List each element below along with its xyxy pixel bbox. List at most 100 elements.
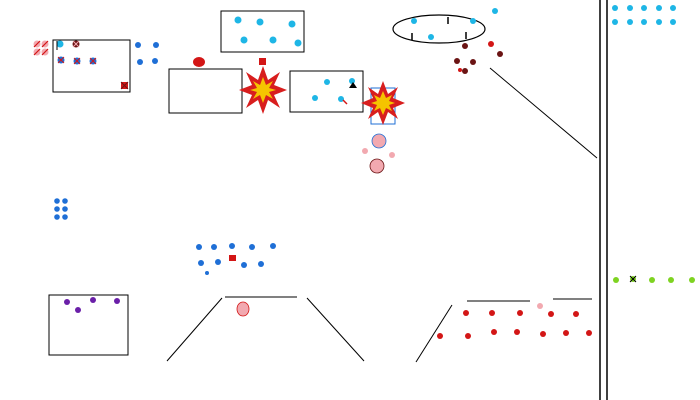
unit-marker[interactable] [641,5,647,11]
unit-marker[interactable] [613,277,619,283]
unit-marker[interactable] [152,58,158,64]
explosion-icon[interactable] [361,81,405,125]
unit-marker[interactable] [573,311,579,317]
unit-marker[interactable] [540,331,546,337]
unit-marker[interactable] [656,19,662,25]
hidden-unit-icon[interactable] [349,78,355,84]
unit-marker[interactable] [463,310,469,316]
unit-marker[interactable] [362,148,368,154]
unit-marker[interactable] [137,59,143,65]
hidden-unit-icon[interactable] [312,95,318,101]
unit-marker[interactable] [54,206,60,212]
unit-marker[interactable] [689,277,695,283]
unit-marker[interactable] [670,5,676,11]
unit-marker[interactable] [612,5,618,11]
unit-marker[interactable] [454,58,460,64]
zone-box-bottom-left[interactable] [48,294,129,356]
unit-marker[interactable] [54,214,60,220]
unit-marker[interactable] [371,133,387,149]
unit-marker[interactable] [514,329,520,335]
unit-marker[interactable] [270,243,276,249]
unit-marker[interactable] [229,243,235,249]
unit-marker[interactable] [586,330,592,336]
unit-marker[interactable] [54,198,60,204]
unit-marker[interactable] [462,43,468,49]
bunker-icon[interactable] [229,255,236,261]
unit-marker[interactable] [437,333,443,339]
hidden-unit-icon[interactable] [288,20,296,28]
unit-marker[interactable] [627,19,633,25]
hidden-unit-icon[interactable] [492,8,498,14]
blue-units-top-left-outside[interactable] [135,42,159,65]
unit-marker[interactable] [458,68,462,72]
hidden-unit-icon[interactable] [428,34,434,40]
blue-units-left[interactable] [54,198,68,220]
hidden-unit-icon[interactable] [56,40,64,48]
unit-marker[interactable] [62,214,68,220]
crossed-red-markers[interactable] [33,40,49,56]
unit-marker[interactable] [62,206,68,212]
units-ellipse[interactable] [411,8,498,40]
hidden-unit-icon[interactable] [240,36,248,44]
hidden-unit-icon[interactable] [324,79,330,85]
unit-marker[interactable] [612,19,618,25]
unit-marker[interactable] [215,259,221,265]
unit-marker[interactable] [249,244,255,250]
unit-marker[interactable] [641,19,647,25]
unit-marker[interactable] [198,260,204,266]
unit-marker[interactable] [236,301,250,317]
unit-marker[interactable] [668,277,674,283]
unit-marker[interactable] [62,198,68,204]
unit-marker[interactable] [389,152,395,158]
unit-marker[interactable] [517,310,523,316]
unit-marker[interactable] [64,299,70,305]
unit-marker[interactable] [489,310,495,316]
pink-units-center[interactable] [362,133,395,174]
units-box-middle-right[interactable] [312,78,357,105]
unit-marker[interactable] [369,158,385,174]
unit-marker[interactable] [462,68,468,74]
zone-box-middle-right[interactable] [289,70,364,113]
unit-marker[interactable] [241,262,247,268]
unit-marker[interactable] [548,311,554,317]
hidden-unit-icon[interactable] [256,18,264,26]
unit-marker[interactable] [488,41,494,47]
flag-icon[interactable] [349,82,357,88]
unit-marker[interactable] [114,298,120,304]
unit-marker[interactable] [670,19,676,25]
zone-box-top-center[interactable] [220,10,305,53]
bunker-icon[interactable] [259,58,266,65]
hidden-unit-icon[interactable] [234,16,242,24]
mine-icon[interactable] [193,57,205,67]
unit-marker[interactable] [497,51,503,57]
red-units-bottom-right[interactable] [437,303,592,339]
zone-box-top-left[interactable] [52,39,131,93]
unit-marker[interactable] [258,261,264,267]
hidden-unit-icon[interactable] [470,18,476,24]
unit-marker[interactable] [627,5,633,11]
unit-marker[interactable] [491,329,497,335]
purple-units[interactable] [64,297,120,313]
hidden-unit-icon[interactable] [411,18,417,24]
zone-box-middle-left[interactable] [168,68,243,114]
unit-marker[interactable] [656,5,662,11]
zone-ellipse[interactable] [392,14,486,44]
unit-marker[interactable] [205,271,209,275]
panel-cyan-units[interactable] [612,5,676,25]
unit-marker[interactable] [153,42,159,48]
unit-marker[interactable] [75,307,81,313]
unit-marker[interactable] [465,333,471,339]
unit-marker[interactable] [537,303,543,309]
explosion-icon[interactable] [239,66,287,114]
units-box-top-left[interactable] [56,40,129,90]
units-box-top-center[interactable] [234,16,302,47]
unit-marker[interactable] [470,59,476,65]
dark-units-top-right[interactable] [454,41,503,74]
unit-marker[interactable] [649,277,655,283]
blue-units-center[interactable] [196,243,276,275]
hidden-unit-icon[interactable] [294,39,302,47]
unit-marker[interactable] [211,244,217,250]
unit-marker[interactable] [90,297,96,303]
unit-marker[interactable] [135,42,141,48]
